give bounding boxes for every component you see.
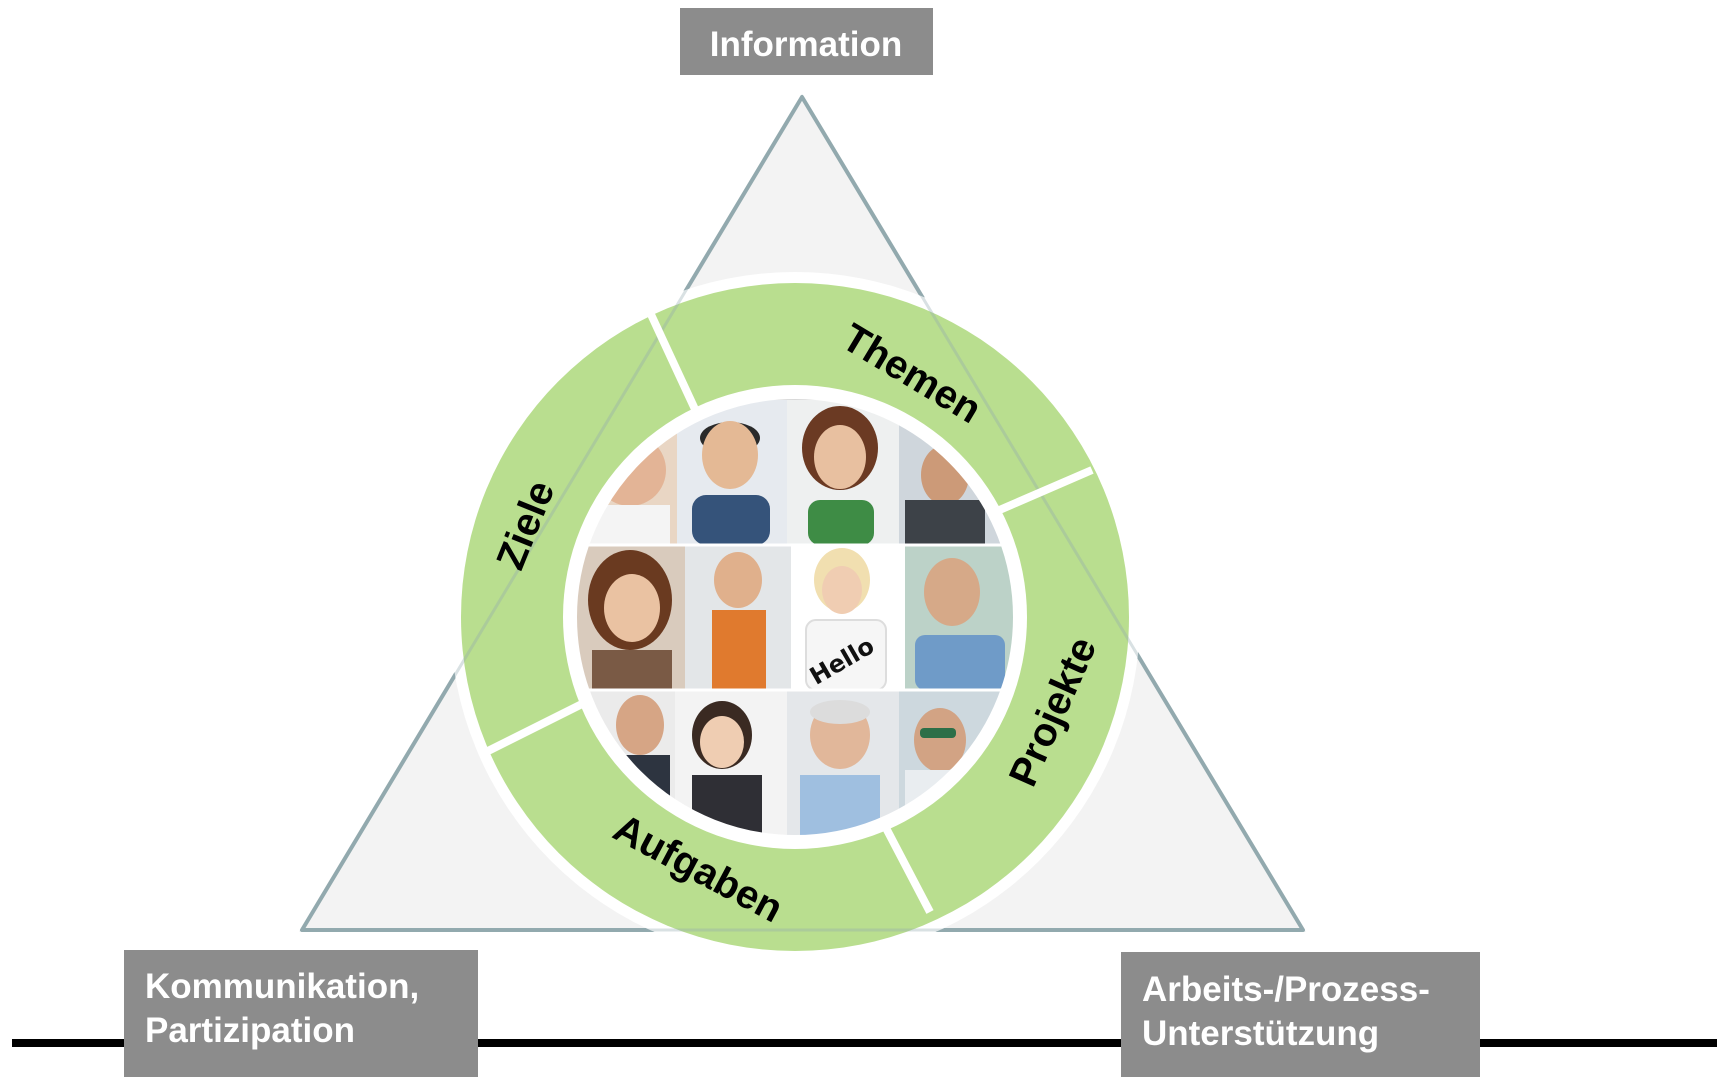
box-arbeits-prozess: Arbeits-/Prozess- Unterstützung <box>1121 952 1480 1077</box>
box-kommunikation-line1: Kommunikation, <box>145 967 419 1006</box>
photo-man-glasses-icon <box>677 400 787 545</box>
photo-woman-brunette-icon <box>575 545 685 690</box>
photo-man-scarf-icon <box>685 545 791 690</box>
photo-woman-pen-icon <box>675 690 787 837</box>
ring-dividers <box>484 306 1094 914</box>
photo-man-phone-icon <box>905 545 1015 690</box>
box-kommunikation: Kommunikation, Partizipation <box>124 950 478 1077</box>
box-information-label: Information <box>710 25 902 64</box>
box-information: Information <box>680 8 933 75</box>
box-arbeits-line1: Arbeits-/Prozess- <box>1142 970 1430 1009</box>
box-arbeits-line2: Unterstützung <box>1142 1014 1379 1053</box>
box-kommunikation-line2: Partizipation <box>145 1011 355 1050</box>
photo-woman-smiling-icon <box>787 400 899 545</box>
photo-senior-man-icon <box>787 690 899 837</box>
photo-woman-hello-shirt-icon: Hello <box>791 545 905 691</box>
